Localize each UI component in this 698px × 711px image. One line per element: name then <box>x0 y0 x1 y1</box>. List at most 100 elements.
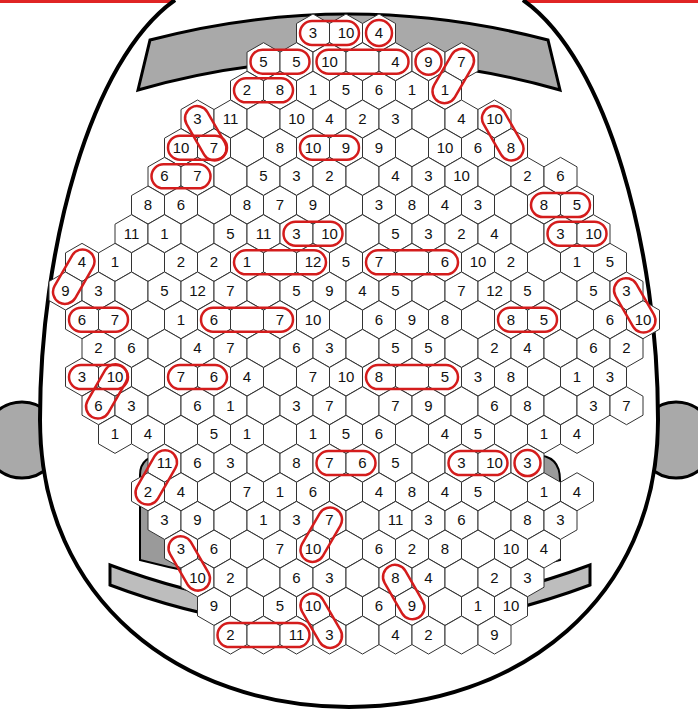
cell-number: 1 <box>429 81 462 99</box>
cell-number: 12 <box>181 282 214 300</box>
cell-number: 8 <box>429 540 462 558</box>
cell-number: 2 <box>511 167 544 185</box>
cell-number: 9 <box>396 597 429 615</box>
cell-number: 5 <box>247 53 280 71</box>
cell-number: 2 <box>165 253 198 271</box>
cell-number: 7 <box>313 511 346 529</box>
cell-number: 4 <box>363 483 396 501</box>
cell-number: 6 <box>363 425 396 443</box>
cell-number: 6 <box>115 339 148 357</box>
cell-number: 6 <box>462 139 495 157</box>
cell-number: 5 <box>247 167 280 185</box>
cell-number: 7 <box>379 397 412 415</box>
cell-number: 8 <box>495 311 528 329</box>
cell-number: 5 <box>280 53 313 71</box>
cell-number: 11 <box>148 454 181 472</box>
cell-number: 7 <box>99 311 132 329</box>
cell-number: 5 <box>379 282 412 300</box>
cell-number: 2 <box>198 253 231 271</box>
hex-cell <box>99 415 132 453</box>
cell-number: 9 <box>412 397 445 415</box>
cell-number: 8 <box>264 139 297 157</box>
cell-number: 2 <box>214 626 247 644</box>
cell-number: 3 <box>462 368 495 386</box>
cell-number: 6 <box>445 511 478 529</box>
cell-number: 2 <box>412 626 445 644</box>
cell-number: 7 <box>610 397 643 415</box>
cell-number: 3 <box>511 569 544 587</box>
cell-number: 9 <box>363 139 396 157</box>
hex-cell <box>214 616 247 654</box>
cell-number: 6 <box>181 454 214 472</box>
cell-number: 7 <box>264 196 297 214</box>
cell-number: 11 <box>115 225 148 243</box>
hex-cell <box>412 616 445 654</box>
cell-number: 11 <box>214 110 247 128</box>
cell-number: 1 <box>297 425 330 443</box>
cell-number: 8 <box>528 196 561 214</box>
cell-number: 3 <box>148 511 181 529</box>
cell-number: 2 <box>478 569 511 587</box>
cell-number: 5 <box>198 425 231 443</box>
cell-number: 10 <box>577 225 610 243</box>
cell-number: 5 <box>330 253 363 271</box>
cell-number: 3 <box>313 626 346 644</box>
cell-number: 7 <box>214 339 247 357</box>
cell-number: 5 <box>462 425 495 443</box>
cell-number: 1 <box>165 311 198 329</box>
cell-number: 4 <box>379 53 412 71</box>
hex-cell <box>561 415 594 453</box>
cell-number: 8 <box>280 454 313 472</box>
cell-number: 8 <box>495 139 528 157</box>
cell-number: 3 <box>412 167 445 185</box>
cell-number: 3 <box>280 397 313 415</box>
cell-number: 4 <box>429 425 462 443</box>
cell-number: 3 <box>181 110 214 128</box>
cell-number: 10 <box>495 540 528 558</box>
cell-number: 9 <box>478 626 511 644</box>
cell-number: 7 <box>231 483 264 501</box>
cell-number: 8 <box>132 196 165 214</box>
cell-number: 3 <box>445 454 478 472</box>
cell-number: 1 <box>99 253 132 271</box>
cell-number: 9 <box>412 53 445 71</box>
cell-number: 4 <box>313 110 346 128</box>
cell-number: 6 <box>198 540 231 558</box>
cell-number: 4 <box>412 569 445 587</box>
cell-number: 10 <box>330 368 363 386</box>
cell-number: 6 <box>181 397 214 415</box>
cell-number: 6 <box>198 368 231 386</box>
cell-number: 5 <box>511 282 544 300</box>
cell-number: 3 <box>280 167 313 185</box>
cell-number: 8 <box>495 368 528 386</box>
cell-number: 5 <box>561 196 594 214</box>
cell-number: 7 <box>214 282 247 300</box>
cell-number: 1 <box>297 81 330 99</box>
cell-number: 3 <box>313 339 346 357</box>
cell-number: 2 <box>495 253 528 271</box>
cell-number: 4 <box>561 483 594 501</box>
cell-number: 3 <box>214 454 247 472</box>
cell-number: 2 <box>478 339 511 357</box>
cell-number: 6 <box>82 397 115 415</box>
egg-body <box>40 0 658 707</box>
cell-number: 9 <box>181 511 214 529</box>
cell-number: 10 <box>280 110 313 128</box>
cell-number: 8 <box>396 483 429 501</box>
cell-number: 3 <box>66 368 99 386</box>
cell-number: 3 <box>379 110 412 128</box>
red-loop <box>296 503 346 566</box>
cell-number: 9 <box>330 139 363 157</box>
cell-number: 3 <box>511 454 544 472</box>
cell-number: 5 <box>280 282 313 300</box>
cell-number: 7 <box>313 397 346 415</box>
cell-number: 2 <box>82 339 115 357</box>
hex-cell <box>610 387 643 425</box>
cell-number: 4 <box>561 425 594 443</box>
cell-number: 8 <box>396 196 429 214</box>
cell-number: 6 <box>363 597 396 615</box>
cell-number: 5 <box>379 454 412 472</box>
red-loop <box>49 245 99 308</box>
cell-number: 1 <box>214 397 247 415</box>
cell-number: 4 <box>379 626 412 644</box>
